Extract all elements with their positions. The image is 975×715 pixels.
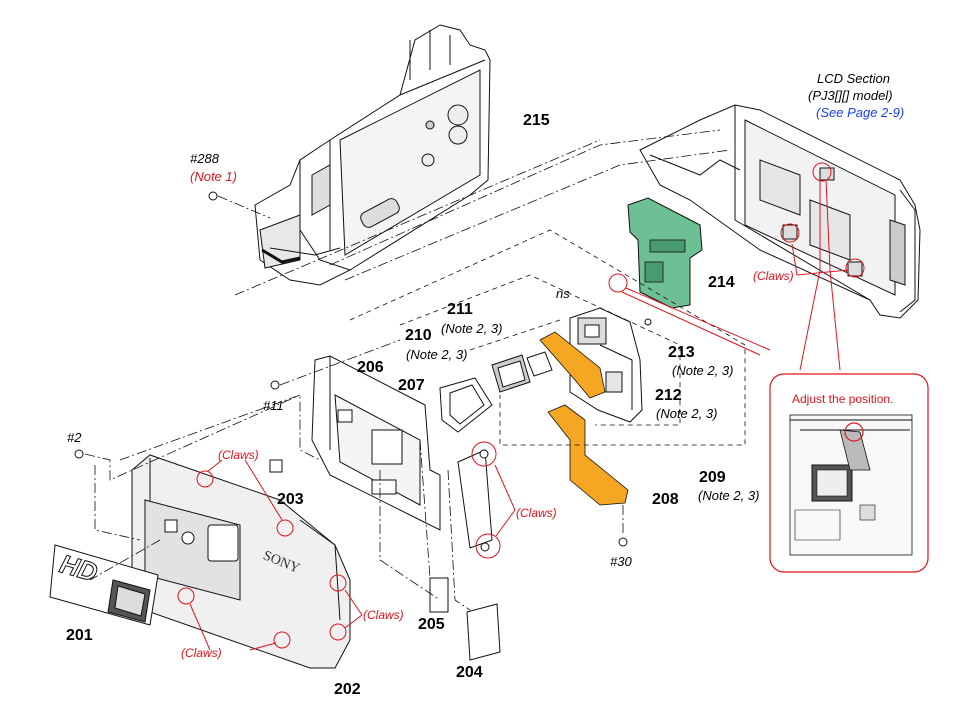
note-ns: ns [556, 286, 570, 301]
label-screw-30: #30 [610, 554, 632, 569]
claws-label-side: (Claws) [363, 608, 404, 622]
label-211: 211 [447, 301, 473, 318]
label-212: 212 [655, 387, 682, 404]
flex-cables [539, 331, 629, 506]
lcd-section-model: (PJ3[][] model) [808, 88, 893, 103]
lcd-section-title: LCD Section [817, 71, 890, 86]
claws-label-bottom: (Claws) [181, 646, 222, 660]
part-215-frame [254, 24, 491, 286]
note-213: (Note 2, 3) [672, 363, 734, 378]
note-1: (Note 1) [190, 169, 237, 184]
label-205: 205 [418, 616, 445, 633]
part-201-badge [49, 544, 159, 626]
label-214: 214 [708, 274, 735, 291]
note-209: (Note 2, 3) [698, 488, 760, 503]
lcd-section [639, 104, 921, 319]
part-206-plate [311, 355, 441, 531]
label-213: 213 [668, 344, 695, 361]
note-211: (Note 2, 3) [441, 321, 503, 336]
guide-lines [84, 129, 731, 611]
label-207: 207 [398, 377, 425, 394]
label-208: 208 [652, 491, 679, 508]
lcd-section-ref-link[interactable]: (See Page 2-9) [816, 105, 905, 120]
label-206: 206 [357, 359, 384, 376]
group-209-box [349, 229, 746, 446]
label-202: 202 [334, 681, 361, 698]
label-203: 203 [277, 491, 304, 508]
note-212: (Note 2, 3) [656, 406, 718, 421]
adjust-inset [769, 373, 929, 573]
label-210: 210 [405, 327, 432, 344]
small-sheets [269, 459, 501, 661]
part-214-board [627, 197, 703, 309]
label-screw-288: #288 [190, 151, 219, 166]
label-screw-2: #2 [67, 430, 82, 445]
screws [74, 191, 652, 547]
label-screw-11: #11 [263, 398, 284, 413]
label-209: 209 [699, 469, 726, 486]
adjust-position-text: Adjust the position. [792, 392, 894, 406]
part-210-211 [491, 351, 553, 393]
red-callouts [177, 162, 865, 651]
label-215: 215 [523, 112, 550, 129]
claws-label-top: (Claws) [218, 448, 259, 462]
claw-bracket [457, 449, 493, 552]
claws-label-bracket: (Claws) [516, 506, 557, 520]
claws-label-lcd: (Claws) [753, 269, 794, 283]
part-202-cover [131, 454, 351, 669]
part-207-frame [439, 377, 493, 433]
note-210: (Note 2, 3) [406, 347, 468, 362]
label-204: 204 [456, 664, 483, 681]
label-201: 201 [66, 627, 93, 644]
